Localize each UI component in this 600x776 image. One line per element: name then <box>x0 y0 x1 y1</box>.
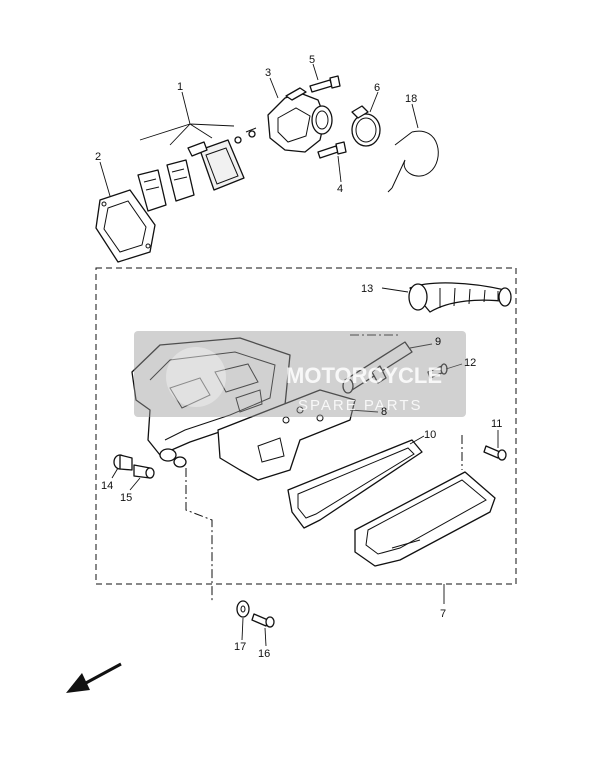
callout-12: 12 <box>464 357 476 369</box>
assembly-boundary <box>95 267 517 585</box>
callout-4: 4 <box>337 183 343 195</box>
watermark-title: MOTORCYCLE <box>286 363 442 388</box>
callout-14: 14 <box>101 480 113 492</box>
callout-11: 11 <box>491 418 502 430</box>
callout-8: 8 <box>381 406 387 418</box>
element-plate-part <box>217 389 356 481</box>
callout-7: 7 <box>440 608 446 620</box>
callout-6: 6 <box>374 82 380 94</box>
gasket-part <box>95 189 156 263</box>
case-cover-part <box>354 471 496 567</box>
hose-clamp-part <box>351 105 381 147</box>
callout-5: 5 <box>309 54 315 66</box>
air-cleaner-case-part <box>131 337 291 468</box>
callout-13: 13 <box>361 283 373 295</box>
watermark-subtitle: SPARE PARTS <box>298 397 423 414</box>
callout-10: 10 <box>424 429 436 441</box>
screw-part-upper <box>427 363 448 379</box>
intake-manifold-part <box>267 87 333 153</box>
callout-3: 3 <box>265 67 271 79</box>
arrow-down-left-icon <box>66 662 122 693</box>
bolt-part <box>309 75 341 93</box>
washer-part <box>236 600 250 618</box>
plug-part <box>113 454 133 471</box>
intake-duct-part <box>408 282 512 313</box>
screw-part-right <box>483 445 507 461</box>
watermark: MOTORCYCLE SPARE PARTS <box>134 331 466 417</box>
callout-1: 1 <box>177 81 183 93</box>
collar-part <box>133 464 155 479</box>
reed-valve-part <box>137 127 257 212</box>
callout-18: 18 <box>405 93 417 105</box>
seal-part <box>287 439 423 529</box>
bolt-part-lower <box>317 141 347 159</box>
bolt-part-bottom <box>251 613 275 628</box>
spring-clip-part <box>387 130 439 193</box>
callout-16: 16 <box>258 648 270 660</box>
tube-part <box>342 341 413 394</box>
callout-2: 2 <box>95 151 101 163</box>
callout-15: 15 <box>120 492 132 504</box>
callout-9: 9 <box>435 336 441 348</box>
callout-17: 17 <box>234 641 246 653</box>
